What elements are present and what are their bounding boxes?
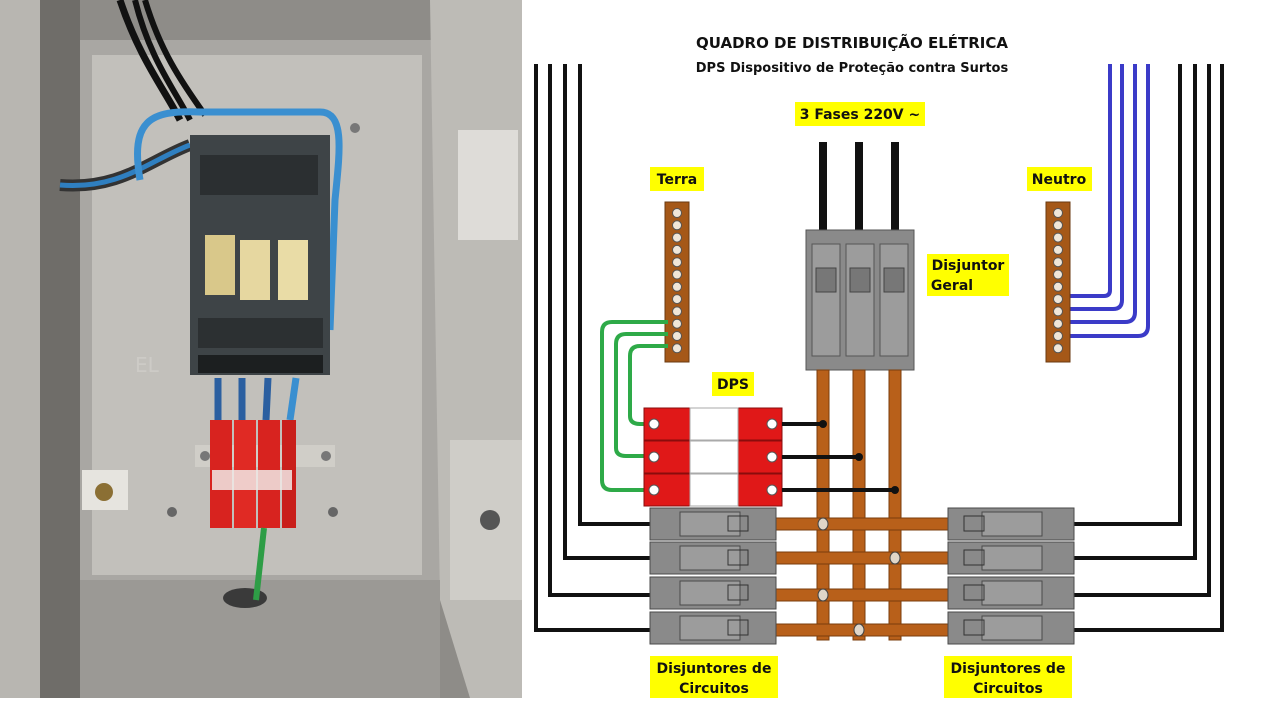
diagram-subtitle: DPS Dispositivo de Proteção contra Surto… [696, 61, 1009, 76]
terminal-screw [672, 269, 682, 280]
terminal-screw [672, 318, 682, 329]
terminal-screw [672, 257, 682, 268]
diagram-title: QUADRO DE DISTRIBUIÇÃO ELÉTRICA [696, 33, 1008, 52]
main-breaker [805, 229, 915, 371]
main-breaker-label-line2: Geral [931, 278, 973, 294]
busbar-bolts [817, 517, 901, 637]
terminal-screw [1053, 331, 1063, 341]
terminal-screw [672, 306, 682, 317]
terminal-screw [672, 281, 682, 292]
distribution-board-diagram: QUADRO DE DISTRIBUIÇÃO ELÉTRICA DPS Disp… [534, 33, 1224, 698]
earth-label: Terra [657, 172, 697, 188]
terminal-screw [672, 244, 682, 255]
terminal-screw [1053, 220, 1063, 231]
right-circuit-wires [1072, 64, 1224, 632]
terminal-screw [672, 331, 682, 341]
circuits-left-label-line2: Circuitos [679, 681, 749, 697]
neutral-wires [1068, 64, 1150, 338]
circuits-right-label-line2: Circuitos [973, 681, 1043, 697]
earth-bar [664, 201, 690, 363]
terminal-screw [1053, 306, 1063, 317]
phases-label: 3 Fases 220V ~ [800, 107, 921, 123]
neutral-bar [1045, 201, 1071, 363]
dps-module-3 [643, 473, 783, 507]
main-breaker-label-line1: Disjuntor [932, 258, 1005, 274]
incoming-phase-wires [819, 142, 899, 244]
terminal-screw [1053, 232, 1063, 243]
left-circuit-breakers [649, 507, 777, 645]
earth-wires [600, 320, 668, 492]
terminal-screw [1053, 208, 1063, 218]
dps-label-bg [712, 372, 754, 396]
dps-module-2 [643, 440, 783, 474]
dps-label: DPS [717, 377, 749, 393]
terminal-screw [672, 343, 682, 354]
terminal-screw [1053, 318, 1063, 329]
phases-label-bg [795, 102, 925, 126]
dps-modules [643, 407, 783, 507]
terminal-screw [1053, 343, 1063, 354]
terminal-screw [1053, 244, 1063, 255]
earth-label-bg [650, 167, 704, 191]
circuits-left-label-bg [650, 656, 778, 698]
terminal-screw [1053, 257, 1063, 268]
terminal-screw [672, 232, 682, 243]
terminal-screw [1053, 269, 1063, 280]
terminal-screw [1053, 281, 1063, 292]
electrical-panel-photo: EL [0, 0, 522, 698]
circuits-right-label-line1: Disjuntores de [951, 661, 1066, 677]
terminal-screw [672, 208, 682, 218]
left-circuit-wires [534, 64, 652, 632]
main-breaker-label-bg [927, 254, 1009, 296]
dps-phase-wires [782, 422, 895, 492]
right-circuit-breakers [947, 507, 1075, 645]
terminal-screw [672, 220, 682, 231]
terminal-screw [672, 294, 682, 305]
neutral-label: Neutro [1032, 172, 1087, 188]
circuits-right-label-bg [944, 656, 1072, 698]
neutral-label-bg [1027, 167, 1092, 191]
svg-text:EL: EL [135, 353, 160, 377]
vertical-busbars [816, 369, 902, 641]
terminal-screw [1053, 294, 1063, 305]
circuits-left-label-line1: Disjuntores de [657, 661, 772, 677]
dps-module-1 [643, 407, 783, 441]
